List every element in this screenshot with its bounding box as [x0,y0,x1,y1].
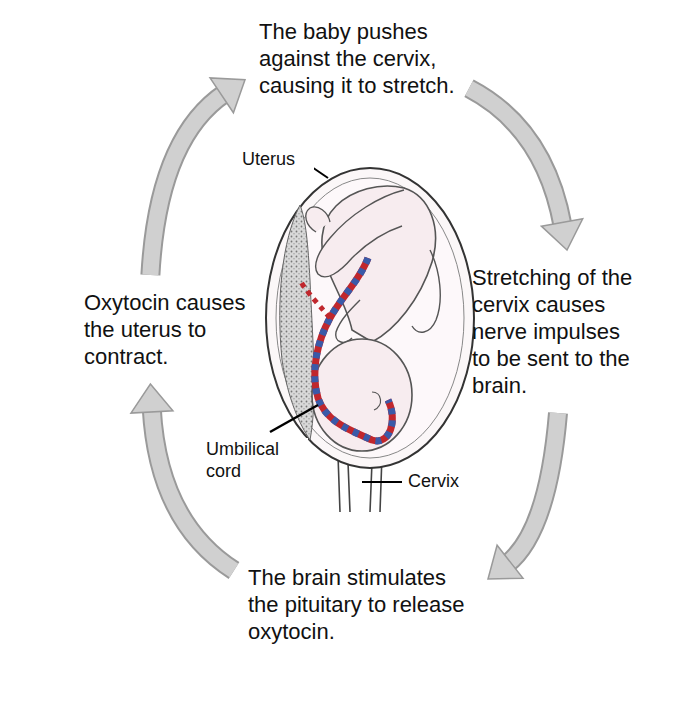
part-label: Uterus [240,148,314,170]
cycle-step: Oxytocin causes the uterus to contract. [80,287,256,372]
fetus-leg [412,250,440,332]
arrow-head [210,78,245,113]
step-text: Oxytocin causes the uterus to contract. [84,289,252,370]
umbilical-cord [300,280,330,318]
fetus-ear [372,392,381,410]
part-label: Cervix [406,470,480,492]
cycle-step: Stretching of the cervix causes nerve im… [468,262,648,401]
uterus-inner [276,178,464,458]
arrow-shaft [469,88,563,226]
arrow-shaft [150,93,225,275]
arrow-head [131,384,173,413]
part-label: Umbilical cord [204,438,308,482]
fetus-foot [306,207,330,232]
leader-line [270,405,318,432]
arrow-shaft [152,408,234,571]
arrow-shaft [152,408,234,571]
arrow-head [488,545,523,579]
uterus-wall [266,168,474,468]
cycle-arrow [469,88,583,250]
umbilical-cord [315,258,393,441]
arrow-shaft [469,88,563,226]
step-text: Stretching of the cervix causes nerve im… [472,264,644,399]
arrow-head [541,219,582,250]
cycle-arrow [150,78,245,275]
arrow-shaft [507,413,558,564]
step-text: The baby pushes against the cervix, caus… [259,18,459,99]
cycle-step: The baby pushes against the cervix, caus… [255,16,463,101]
placenta [280,205,314,440]
cycle-step: The brain stimulates the pituitary to re… [244,562,480,647]
arrow-shaft [150,93,225,275]
cycle-arrow [488,413,558,579]
leader-line [362,481,402,483]
arrow-shaft [507,413,558,564]
fetus-leg [316,190,404,277]
step-text: The brain stimulates the pituitary to re… [248,564,476,645]
umbilical-cord [315,258,393,441]
